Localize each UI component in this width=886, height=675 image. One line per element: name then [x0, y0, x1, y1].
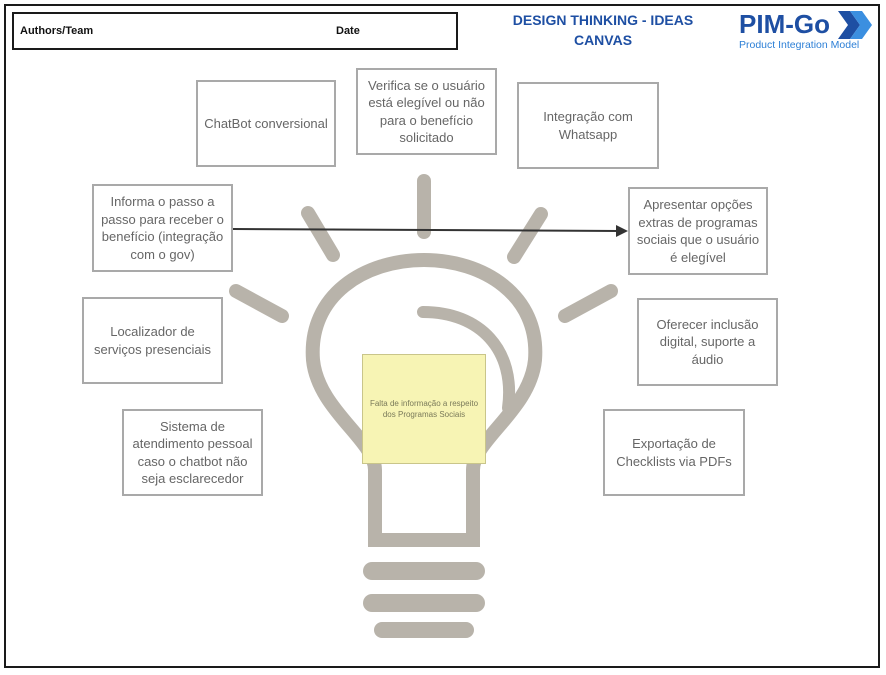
ray-right-lower: [558, 284, 618, 323]
authors-label: Authors/Team: [20, 25, 94, 37]
logo-tagline: Product Integration Model: [739, 39, 860, 51]
idea-whatsapp[interactable]: Integração com Whatsapp: [517, 82, 659, 169]
ray-right-upper: [507, 207, 548, 264]
idea-verifica[interactable]: Verifica se o usuário está elegível ou n…: [356, 68, 497, 155]
idea-informa[interactable]: Informa o passo a passo para receber o b…: [92, 184, 233, 272]
top-strip: [0, 0, 886, 4]
idea-sistema[interactable]: Sistema de atendimento pessoal caso o ch…: [122, 409, 263, 496]
bulb-highlight: [417, 306, 516, 414]
connector-arrow-head: [616, 225, 628, 237]
date-label: Date: [336, 25, 360, 37]
title-line-2: CANVAS: [573, 32, 633, 48]
connector-arrow-line: [232, 228, 621, 232]
page-title: DESIGN THINKING - IDEAS CANVAS: [493, 10, 713, 50]
double-chevron-icon: [838, 11, 872, 39]
title-line-1: DESIGN THINKING - IDEAS: [512, 12, 694, 28]
idea-apresentar[interactable]: Apresentar opções extras de programas so…: [628, 187, 768, 275]
center-problem-note[interactable]: Falta de informação a respeito dos Progr…: [362, 354, 486, 464]
canvas-frame: [4, 4, 880, 668]
ray-left-lower: [229, 284, 289, 323]
logo-name: PIM-Go: [739, 9, 830, 39]
idea-exportacao[interactable]: Exportação de Checklists via PDFs: [603, 409, 745, 496]
ray-left-upper: [301, 206, 340, 262]
idea-localizador[interactable]: Localizador de serviços presenciais: [82, 297, 223, 384]
idea-chatbot[interactable]: ChatBot conversional: [196, 80, 336, 167]
header-info-box: Authors/Team Date: [12, 12, 458, 50]
idea-oferecer[interactable]: Oferecer inclusão digital, suporte a áud…: [637, 298, 778, 386]
